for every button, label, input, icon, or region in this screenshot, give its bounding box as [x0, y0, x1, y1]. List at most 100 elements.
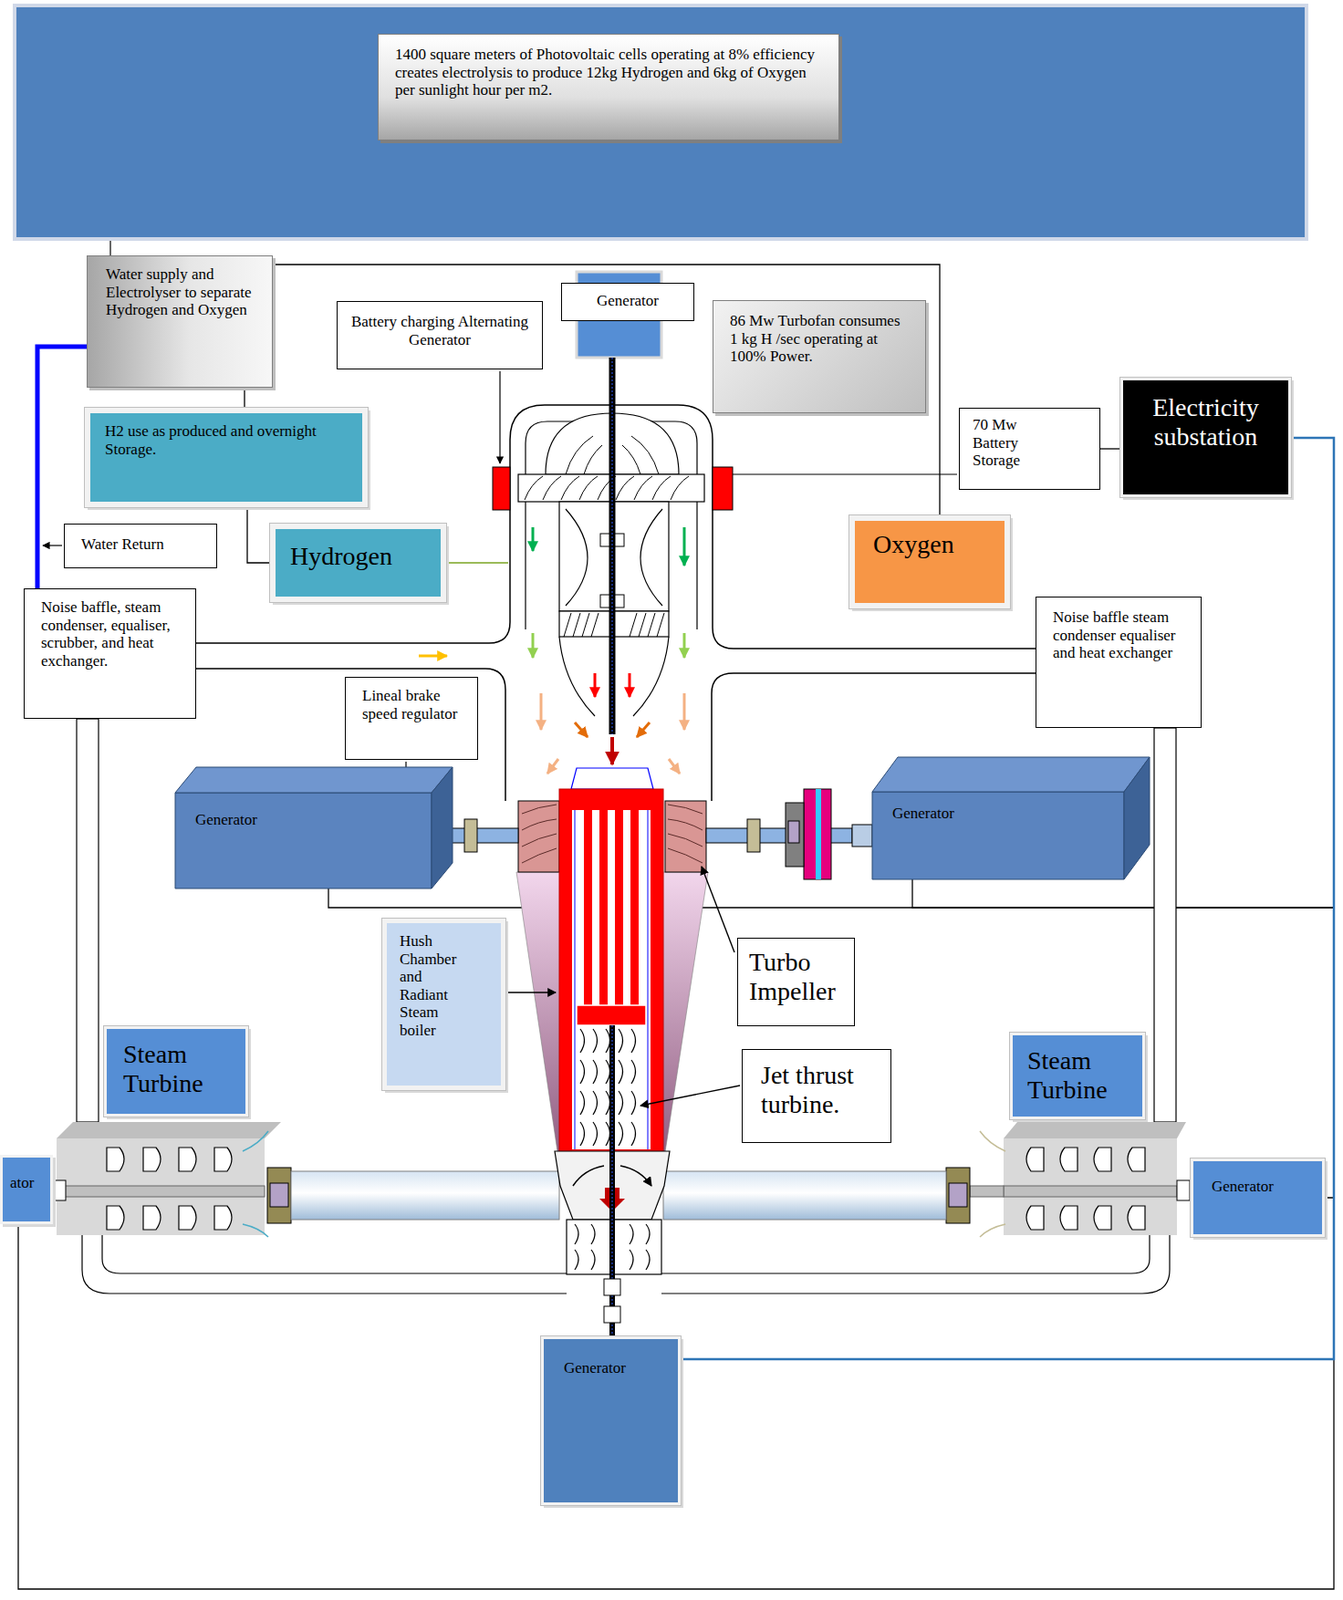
shaft-coupling [603, 1306, 621, 1323]
oxygen-box: Oxygen [849, 515, 1010, 609]
boiler-tube [599, 810, 608, 1006]
turbine-shaft [969, 1186, 1004, 1198]
callout-box: Jet thrust turbine. [741, 1049, 892, 1144]
node-text: Hydrogen [290, 541, 427, 572]
steam-pipe [76, 718, 99, 1123]
node-text: Turbo Impeller [749, 947, 847, 1007]
callout-box: Turbo Impeller [737, 937, 855, 1027]
node-text: 1400 square meters of Photovoltaic cells… [395, 45, 823, 100]
callout-box: Noise baffle steam condenser equaliser a… [1035, 596, 1202, 729]
node-text: 70 Mw Battery Storage [972, 416, 1040, 470]
generator-front-face [872, 791, 1125, 880]
flow-arrow [668, 759, 680, 774]
flow-arrow [683, 693, 687, 730]
brake-disc [803, 789, 832, 880]
boiler-tube [583, 810, 593, 1006]
node-text: H2 use as produced and overnight Storage… [104, 422, 348, 459]
node-text: Noise baffle, steam condenser, equaliser… [41, 598, 183, 670]
flow-arrow [547, 759, 559, 774]
turbine-label: Steam Turbine [104, 1026, 249, 1117]
node-text: 86 Mw Turbofan consumes 1 kg H /sec oper… [729, 312, 909, 366]
steam-turbine-casing [56, 1122, 282, 1139]
leader-arrow [701, 866, 735, 953]
boiler-header [576, 1005, 646, 1026]
leader-arrow [640, 1085, 740, 1106]
shaft-coupling [54, 1180, 66, 1201]
steam-duct [663, 1171, 947, 1220]
turbo-impeller [665, 801, 707, 873]
shaft-coupling [464, 819, 478, 853]
brake-caliper [785, 802, 804, 867]
shaft-centerline [612, 357, 614, 735]
callout-box: Noise baffle, steam condenser, equaliser… [23, 588, 197, 719]
steam-turbine-casing [1003, 1138, 1177, 1236]
brake-hub [788, 821, 800, 844]
connector [1290, 437, 1334, 1198]
return-pipe [82, 1235, 567, 1294]
flow-arrow [574, 722, 588, 738]
connector [243, 387, 245, 408]
callout-box: Water Return [63, 523, 218, 569]
generator-box: Generator [872, 757, 1150, 880]
node-text: Battery charging Alternating Generator [350, 312, 530, 349]
callout-box: Battery charging Alternating Generator [336, 301, 543, 370]
charging-wire [732, 473, 958, 475]
node-text: Generator [195, 811, 426, 830]
connector [680, 437, 1334, 1360]
shaft-coupling [603, 1279, 621, 1296]
steam-turbine-casing [56, 1138, 265, 1236]
shaft-coupling [267, 1167, 292, 1224]
shaft-coupling [747, 819, 760, 853]
node-text: Generator [563, 1359, 669, 1378]
generator-label: Generator [561, 282, 695, 322]
supply-wire [109, 240, 111, 256]
flow-arrow [683, 633, 687, 658]
shaft-coupling [946, 1167, 970, 1224]
steam-duct [291, 1171, 560, 1220]
connector [1100, 447, 1121, 449]
node-text: Water supply and Electrolyser to separat… [105, 265, 258, 320]
jet-turbine-blades [580, 1029, 636, 1146]
connector [328, 437, 1334, 908]
node-text: Electricity substation [1132, 393, 1280, 452]
storage-box: H2 use as produced and overnight Storage… [84, 407, 368, 508]
leader-arrow [508, 991, 556, 993]
return-pipe [661, 1235, 1170, 1294]
steam-lines [979, 1131, 1006, 1238]
hydrogen-feed [447, 562, 509, 564]
generator-side-face [431, 767, 453, 889]
node-text: Water Return [81, 535, 200, 554]
boiler-tube [630, 810, 639, 1006]
node-text: Generator [571, 291, 685, 311]
leader-arrow [499, 371, 500, 464]
turbine-shaft [56, 1186, 265, 1198]
solar-panel-band [14, 5, 1307, 240]
generator-top-face [872, 757, 1150, 792]
main-shaft [609, 357, 616, 735]
connector [18, 437, 1334, 1590]
boiler-tube [614, 810, 624, 1006]
node-text: Jet thrust turbine. [760, 1061, 882, 1120]
steam-lines [242, 1131, 269, 1238]
shaft-coupling [270, 1183, 289, 1208]
turbine-blades [106, 1147, 232, 1230]
callout-box: Hush Chamber and Radiant Steam boiler [382, 918, 506, 1091]
connector [247, 507, 271, 563]
flow-arrow [418, 655, 448, 658]
generator-box: ator [0, 1155, 53, 1225]
turbo-impeller [518, 801, 560, 873]
generator-top-face [175, 767, 453, 793]
boiler-wall-line [647, 810, 649, 1150]
flow-arrow [531, 527, 535, 552]
flow-arrow [636, 722, 650, 738]
battery-box: 70 Mw Battery Storage [958, 407, 1101, 490]
node-text: ator [10, 1174, 47, 1193]
impeller-vanes [521, 804, 557, 864]
turbine-blades [1026, 1147, 1146, 1230]
generator-side-face [1124, 757, 1150, 880]
boiler-wall-line [574, 810, 576, 1150]
callout-box: Lineal brake speed regulator [344, 676, 479, 760]
fan-blades [524, 476, 689, 500]
turbine-label: Steam Turbine [1009, 1032, 1146, 1120]
